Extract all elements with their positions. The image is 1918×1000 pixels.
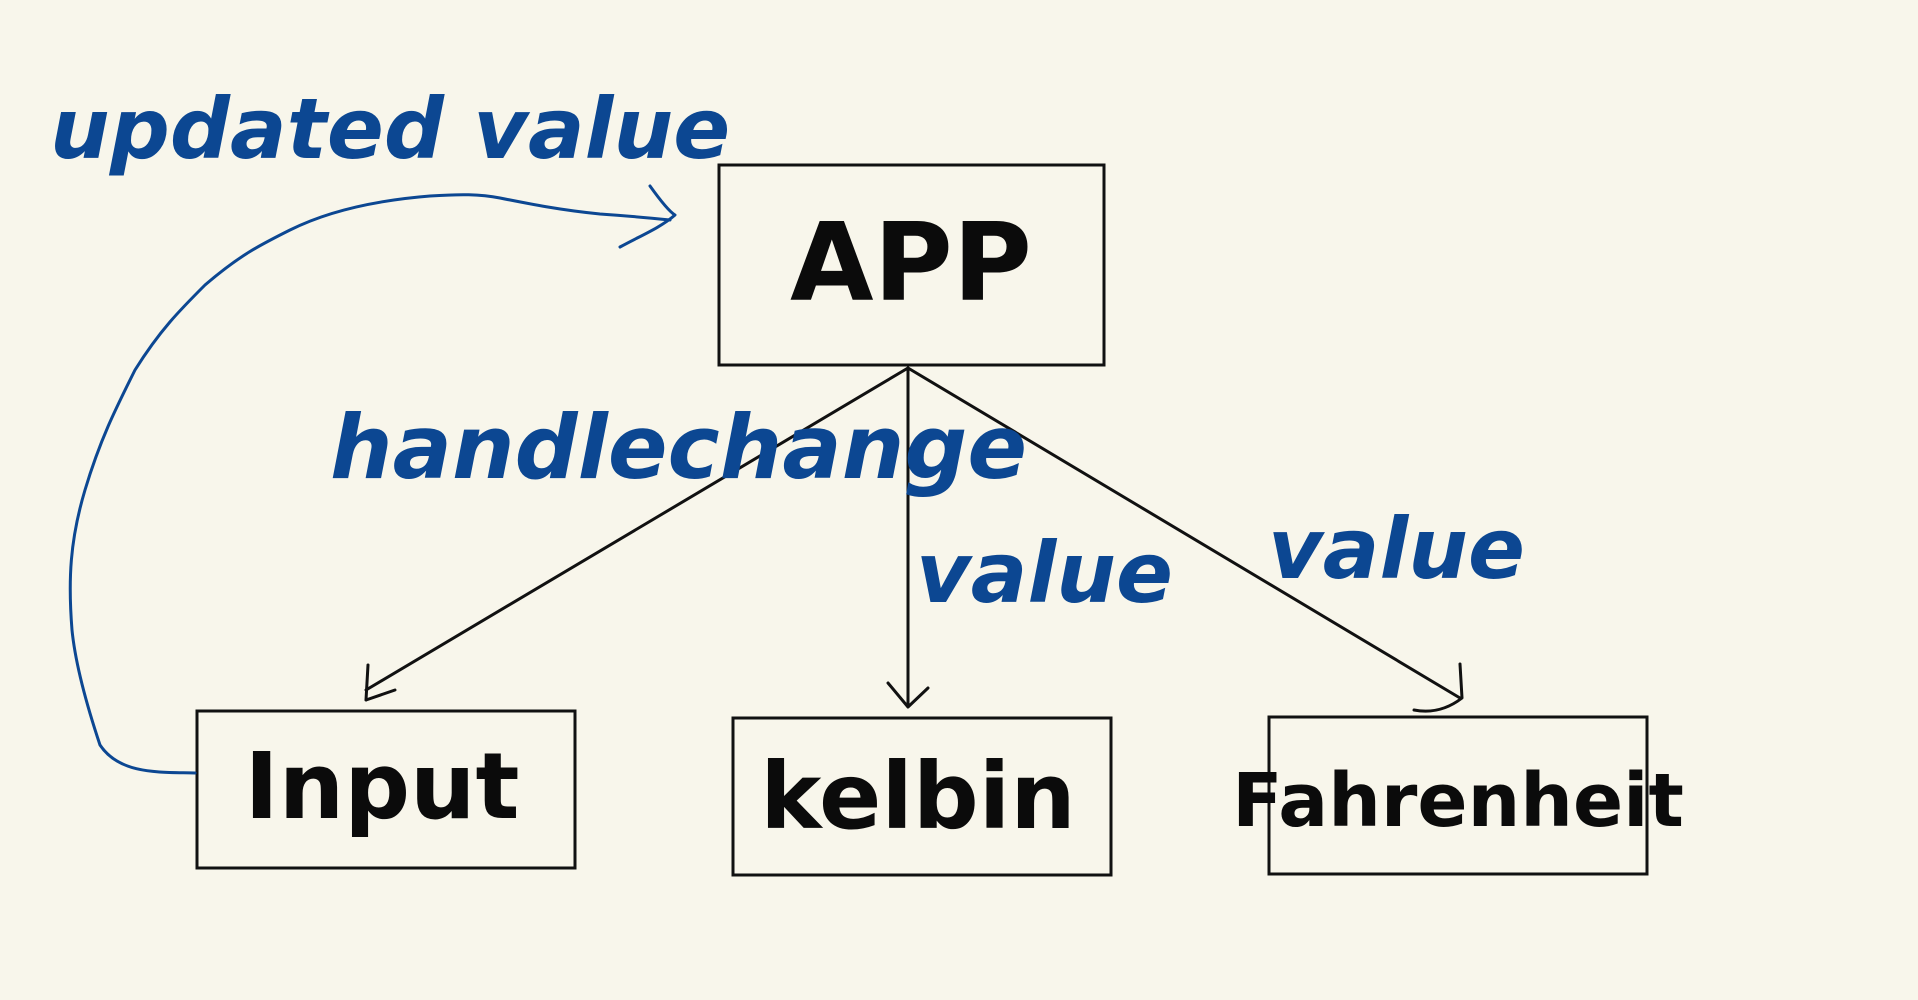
kelbin-node-label: kelbin [760, 743, 1076, 850]
app-node-label: APP [790, 201, 1032, 326]
handlechange-label: handlechange [330, 396, 1027, 499]
edge-app-to-input [364, 366, 910, 702]
updated-value-label: updated value [50, 80, 730, 178]
edge-app-to-kelbin [886, 366, 930, 709]
fahrenheit-node-box [1267, 715, 1649, 876]
value-label-fahrenheit: value [1268, 500, 1525, 598]
edge-app-to-fahrenheit [906, 366, 1464, 713]
edge-input-to-app-updated-value [68, 184, 677, 775]
value-label-kelbin: value [916, 524, 1173, 622]
kelbin-node-box [731, 716, 1113, 877]
fahrenheit-node-label: Fahrenheit [1232, 758, 1684, 844]
input-node-box [195, 709, 577, 870]
app-node-box [717, 163, 1106, 367]
input-node-label: Input [244, 733, 519, 840]
